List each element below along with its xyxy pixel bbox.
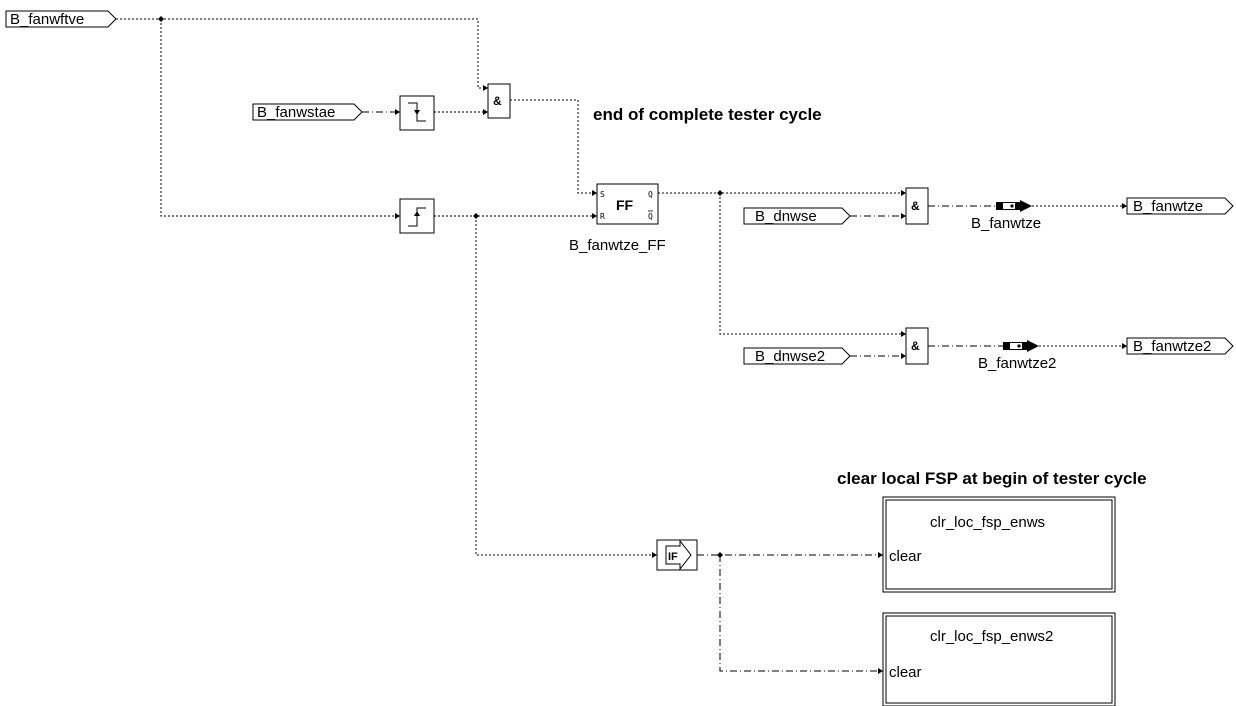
outport-label: B_fanwtze2: [1133, 338, 1211, 355]
annotation-clear-fsp: clear local FSP at begin of tester cycle: [837, 469, 1147, 488]
falling-edge-block[interactable]: [399, 95, 435, 131]
outport-label: B_fanwtze: [1133, 198, 1203, 215]
ff-name: B_fanwtze_FF: [569, 237, 666, 254]
junction-dot: [717, 190, 723, 196]
and-gate-3[interactable]: &: [905, 327, 929, 365]
subsystem-clr-loc-fsp-enws2[interactable]: clr_loc_fsp_enws2 clear: [882, 612, 1116, 706]
wire-and1-to-ff-s: [510, 99, 597, 194]
ff-s-port: S: [600, 190, 605, 199]
wire-if-down: [719, 555, 883, 672]
inport-fanwftve[interactable]: B_fanwftve: [5, 10, 117, 28]
inport-label: B_dnwse2: [755, 348, 825, 365]
and-gate-label: &: [493, 94, 502, 108]
junction-dot: [473, 213, 479, 219]
subsystem-title: clr_loc_fsp_enws: [930, 514, 1045, 531]
signal-block-fanwtze[interactable]: [996, 200, 1032, 212]
flip-flop-block[interactable]: S R Q Q FF: [596, 183, 659, 225]
junction-dot: [717, 552, 723, 558]
and-gate-2[interactable]: &: [905, 187, 929, 225]
outport-fanwtze[interactable]: B_fanwtze: [1126, 197, 1234, 215]
outport-fanwtze2[interactable]: B_fanwtze2: [1126, 337, 1234, 355]
arrowheads: [395, 85, 1127, 674]
junction-dot: [158, 16, 164, 22]
signal-block-fanwtze2[interactable]: [1003, 340, 1039, 352]
inport-label: B_fanwstae: [257, 104, 335, 121]
inport-label: B_dnwse: [755, 208, 817, 225]
inport-dnwse2[interactable]: B_dnwse2: [743, 347, 851, 365]
ff-qbar-port: Q: [648, 212, 653, 221]
rising-edge-icon: [408, 207, 426, 227]
wire-fanwftve: [116, 18, 488, 89]
and-gate-label: &: [911, 339, 920, 353]
and-gate-1[interactable]: &: [487, 83, 511, 119]
annotation-end-cycle: end of complete tester cycle: [593, 105, 822, 124]
ff-q-port: Q: [648, 190, 653, 199]
ff-label: FF: [616, 197, 634, 213]
signal-label-fanwtze: B_fanwtze: [971, 215, 1041, 232]
inport-label: B_fanwftve: [10, 11, 84, 28]
wire-rising-to-if: [475, 216, 657, 556]
and-gate-label: &: [911, 199, 920, 213]
if-label: IF: [668, 551, 678, 563]
ff-r-port: R: [600, 212, 605, 221]
signal-label-fanwtze2: B_fanwtze2: [978, 355, 1056, 372]
inport-fanwstae[interactable]: B_fanwstae: [252, 103, 363, 121]
if-block[interactable]: IF: [656, 539, 698, 571]
rising-edge-block[interactable]: [399, 198, 435, 234]
subsystem-port-clear: clear: [889, 664, 922, 681]
subsystem-title: clr_loc_fsp_enws2: [930, 628, 1053, 645]
subsystem-port-clear: clear: [889, 548, 922, 565]
subsystem-clr-loc-fsp-enws[interactable]: clr_loc_fsp_enws clear: [882, 496, 1116, 593]
inport-dnwse[interactable]: B_dnwse: [743, 207, 851, 225]
junctions: [158, 16, 723, 558]
wire-ff-q-down: [719, 193, 906, 335]
if-arrow-icon: [665, 539, 692, 571]
wire-fanwftve-down: [160, 19, 400, 217]
